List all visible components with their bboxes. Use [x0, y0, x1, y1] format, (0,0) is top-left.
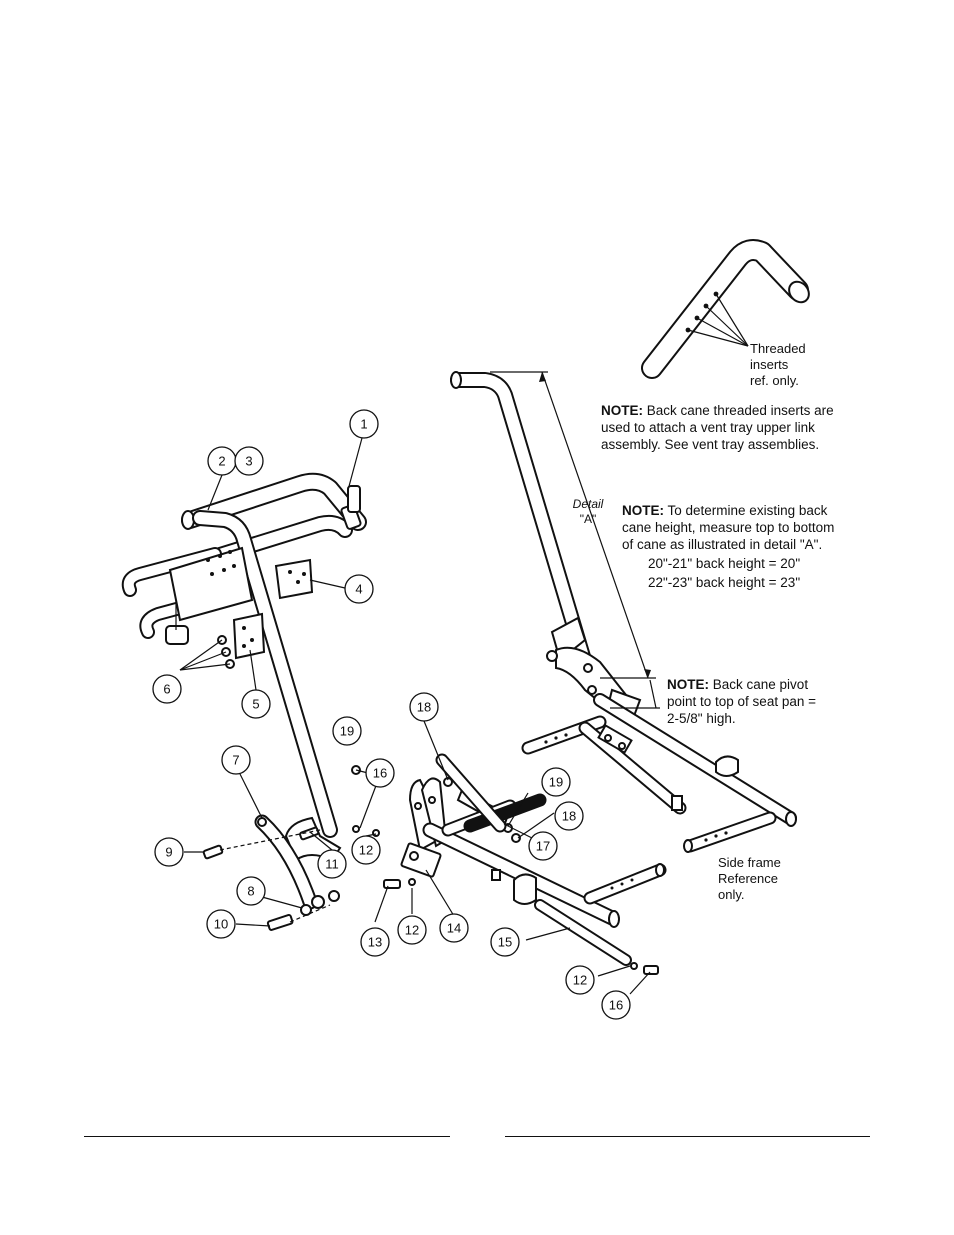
- callout-12a: 12: [351, 835, 381, 865]
- callout-5: 5: [241, 689, 271, 719]
- callout-2: 2: [207, 446, 237, 476]
- callout-7: 7: [221, 745, 251, 775]
- note-1-prefix: NOTE:: [601, 403, 643, 418]
- callout-16b: 16: [601, 990, 631, 1020]
- callout-3: 3: [234, 446, 264, 476]
- side-frame-line-3: only.: [718, 887, 745, 902]
- callout-4: 4: [344, 574, 374, 604]
- note-2-text: To determine existing back cane height, …: [622, 503, 835, 552]
- note-3-prefix: NOTE:: [667, 677, 709, 692]
- note-back-cane-height: NOTE: To determine existing back cane he…: [622, 502, 844, 591]
- svg-text:9: 9: [165, 845, 172, 860]
- svg-text:19: 19: [549, 775, 563, 790]
- detail-a-label: Detail "A": [566, 497, 610, 527]
- svg-text:1: 1: [360, 417, 367, 432]
- svg-text:5: 5: [252, 697, 259, 712]
- note-pivot-point: NOTE: Back cane pivot point to top of se…: [667, 676, 827, 727]
- note-2-height-23: 22"-23" back height = 23": [648, 575, 801, 590]
- footer-rule-right: [505, 1136, 870, 1137]
- svg-text:16: 16: [373, 766, 387, 781]
- side-frame-label: Side frame Reference only.: [718, 855, 781, 903]
- note-1-text: Back cane threaded inserts are used to a…: [601, 403, 834, 452]
- callout-1: 1: [349, 409, 379, 439]
- callout-13: 13: [360, 927, 390, 957]
- svg-text:17: 17: [536, 839, 550, 854]
- note-2-prefix: NOTE:: [622, 503, 664, 518]
- callout-19a: 19: [332, 716, 362, 746]
- svg-text:6: 6: [163, 682, 170, 697]
- svg-text:18: 18: [417, 700, 431, 715]
- threaded-inserts-line-1: Threaded: [750, 341, 806, 356]
- svg-text:4: 4: [355, 582, 362, 597]
- svg-text:19: 19: [340, 724, 354, 739]
- seat-frame-assembly: [383, 753, 667, 975]
- back-frame-assembly: [121, 472, 380, 931]
- svg-text:12: 12: [359, 843, 373, 858]
- back-cane-side-frame-assembly: [450, 371, 797, 853]
- svg-text:12: 12: [405, 923, 419, 938]
- note-threaded-inserts: NOTE: Back cane threaded inserts are use…: [601, 402, 841, 453]
- svg-text:8: 8: [247, 884, 254, 899]
- svg-text:14: 14: [447, 921, 461, 936]
- svg-text:12: 12: [573, 973, 587, 988]
- callout-8: 8: [236, 876, 266, 906]
- leader-lines: [179, 437, 651, 995]
- threaded-inserts-line-2: inserts: [750, 357, 789, 372]
- side-frame-line-1: Side frame: [718, 855, 781, 870]
- callout-16a: 16: [365, 758, 395, 788]
- callout-18b: 18: [554, 801, 584, 831]
- svg-text:7: 7: [232, 753, 239, 768]
- callout-18a: 18: [409, 692, 439, 722]
- threaded-inserts-label: Threaded inserts ref. only.: [750, 341, 806, 389]
- svg-text:15: 15: [498, 935, 512, 950]
- callout-17: 17: [528, 831, 558, 861]
- callout-12b: 12: [397, 915, 427, 945]
- threaded-inserts-detail-cane: [641, 239, 810, 379]
- callout-19b: 19: [541, 767, 571, 797]
- callout-12c: 12: [565, 965, 595, 995]
- svg-text:2: 2: [218, 454, 225, 469]
- svg-text:11: 11: [325, 857, 339, 872]
- detail-a-word: Detail: [572, 497, 604, 511]
- svg-text:18: 18: [562, 809, 576, 824]
- callout-14: 14: [439, 913, 469, 943]
- svg-text:16: 16: [609, 998, 623, 1013]
- callout-11: 11: [317, 849, 347, 879]
- threaded-inserts-line-3: ref. only.: [750, 373, 799, 388]
- callout-10: 10: [206, 909, 236, 939]
- svg-text:13: 13: [368, 935, 382, 950]
- footer-rule-left: [84, 1136, 450, 1137]
- svg-text:3: 3: [245, 454, 252, 469]
- svg-text:10: 10: [214, 917, 228, 932]
- callout-9: 9: [154, 837, 184, 867]
- note-3-text: Back cane pivot point to top of seat pan…: [667, 677, 816, 726]
- callout-15: 15: [490, 927, 520, 957]
- callout-6: 6: [152, 674, 182, 704]
- detail-a-letter: "A": [579, 512, 597, 526]
- side-frame-line-2: Reference: [718, 871, 778, 886]
- note-2-height-20: 20"-21" back height = 20": [648, 556, 801, 571]
